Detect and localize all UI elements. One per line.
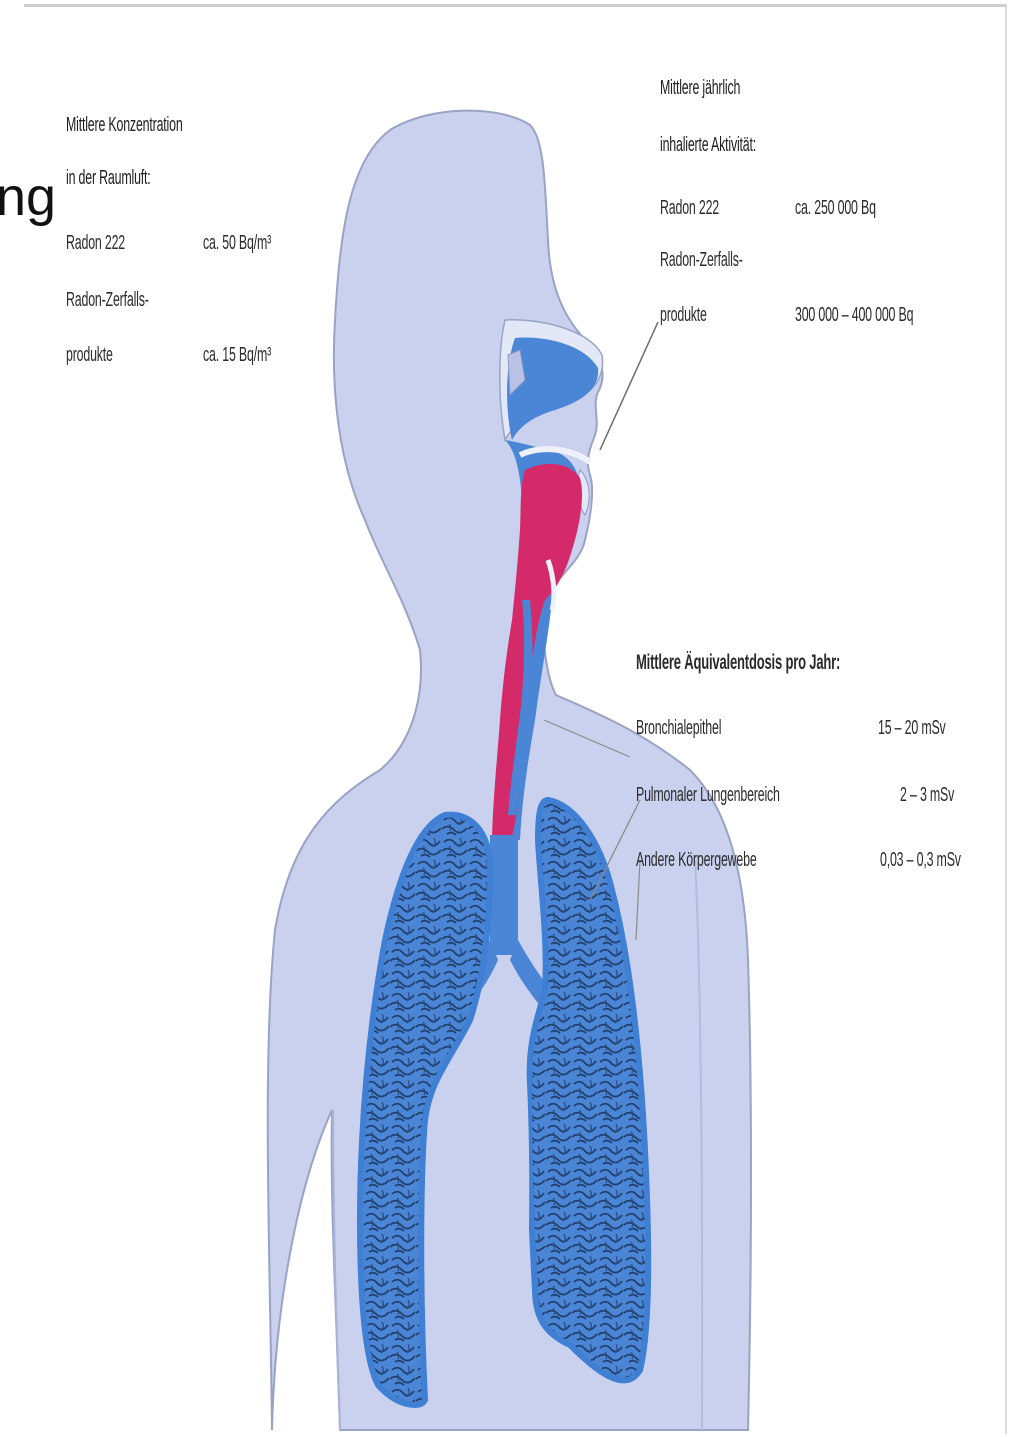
dose-row-bronchial-name: Bronchialepithel: [636, 718, 721, 738]
activity-row1-value: ca. 250 000 Bq: [795, 198, 876, 218]
activity-row2-name-line2: produkte: [660, 305, 707, 325]
activity-heading-line2: inhalierte Aktivität:: [660, 135, 756, 155]
mediastinum-gap: [484, 1020, 529, 1290]
dose-row-bronchial-value: 15 – 20 mSv: [878, 718, 946, 738]
trachea: [490, 835, 518, 955]
concentration-row2-name-line2: produkte: [66, 345, 113, 365]
activity-row1-name: Radon 222: [660, 198, 719, 218]
dose-heading: Mittlere Äquivalentdosis pro Jahr:: [636, 652, 840, 673]
stray-text-fragment: ng: [0, 170, 56, 224]
activity-heading-line1: Mittlere jährlich: [660, 78, 740, 98]
dose-row-pulmonary-value: 2 – 3 mSv: [900, 785, 954, 805]
pointer-line-top-right: [600, 322, 658, 450]
concentration-heading-line1: Mittlere Konzentration: [66, 115, 183, 135]
dose-row-tissue-name: Andere Körpergewebe: [636, 850, 757, 870]
dose-row-tissue-value: 0,03 – 0,3 mSv: [880, 850, 961, 870]
concentration-row2-name-line1: Radon-Zerfalls-: [66, 290, 149, 310]
concentration-row1-name: Radon 222: [66, 233, 125, 253]
concentration-row1-value: ca. 50 Bq/m³: [203, 233, 271, 253]
activity-row2-name-line1: Radon-Zerfalls-: [660, 250, 743, 270]
concentration-row2-value: ca. 15 Bq/m³: [203, 345, 271, 365]
activity-row2-value: 300 000 – 400 000 Bq: [795, 305, 913, 325]
dose-row-pulmonary-name: Pulmonaler Lungenbereich: [636, 785, 780, 805]
concentration-heading-line2: in der Raumluft:: [66, 168, 151, 188]
